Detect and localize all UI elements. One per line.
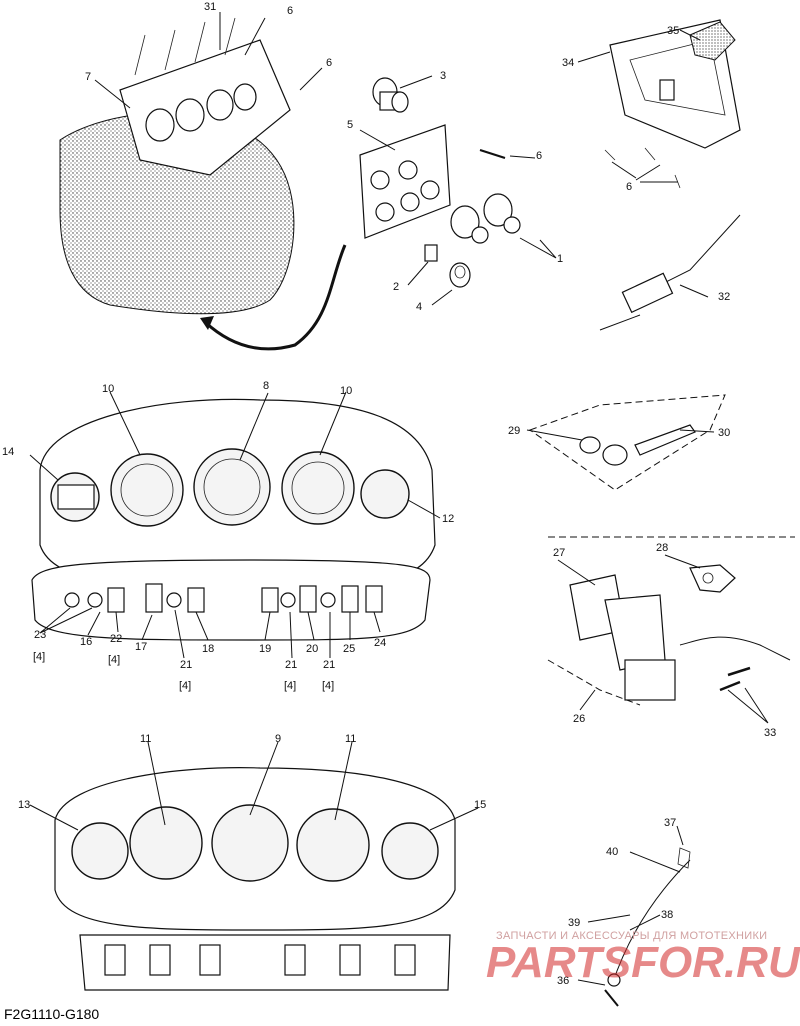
callout-14: 14 [2,446,14,458]
lower-bracket-dash [547,659,641,706]
ignition-key [579,424,696,466]
throttle-cable [604,847,691,1007]
callout-21c-qty: [4] [322,680,334,692]
callout-15: 15 [474,799,486,811]
callout-17: 17 [135,641,147,653]
callout-25: 25 [343,643,355,655]
callout-30: 30 [718,427,730,439]
gauge-tachometer-2 [281,451,355,525]
gauge-rear-2 [129,806,203,880]
meter-panel-rear [54,767,456,991]
callout-6d: 6 [626,181,632,193]
callout-23-qty: [4] [33,651,45,663]
callout-37: 37 [664,817,676,829]
leader-lines [29,12,769,986]
wire-harness [599,214,741,331]
gauge-voltmeter [360,469,410,519]
callout-28: 28 [656,542,668,554]
callout-39: 39 [568,917,580,929]
callout-2: 2 [393,281,399,293]
callout-23: 23 [34,629,46,641]
callout-31: 31 [204,1,216,13]
arrow-head [200,316,214,330]
callout-24: 24 [374,637,386,649]
callout-11b: 11 [345,733,356,745]
callout-26: 26 [573,713,585,725]
switch-knobs [450,193,521,244]
diagram-code: F2G1110-G180 [4,1006,100,1022]
callout-8: 8 [263,380,269,392]
callout-33: 33 [764,727,776,739]
callout-21a-qty: [4] [179,680,191,692]
callout-10b: 10 [340,385,352,397]
callout-10a: 10 [102,383,114,395]
console-assembly [59,17,295,315]
callout-27: 27 [553,547,565,559]
callout-4: 4 [416,301,422,313]
key-box-outline [528,394,726,491]
lcd-window [57,484,95,510]
callout-11a: 11 [140,733,151,745]
callout-21b: 21 [285,659,297,671]
callout-6c: 6 [536,150,542,162]
callout-22: 22 [110,633,122,645]
gauge-rear-4 [296,808,370,882]
callout-20: 20 [306,643,318,655]
shift-control [569,564,791,701]
screw [479,148,506,160]
callout-1: 1 [557,253,563,265]
callout-38: 38 [661,909,673,921]
cap-part [449,262,471,288]
callout-22-qty: [4] [108,654,120,666]
switch-small [424,244,438,262]
callout-16: 16 [80,636,92,648]
gauge-tachometer [110,453,184,527]
callout-19: 19 [259,643,271,655]
assembly-arrow [203,244,347,351]
callout-13: 13 [18,799,30,811]
gauge-speedometer [193,448,271,526]
callout-6b: 6 [326,57,332,69]
storage-cover [609,19,741,149]
callout-18: 18 [202,643,214,655]
callout-9: 9 [275,733,281,745]
callout-35: 35 [667,25,679,37]
indicator-lamp [64,592,80,608]
callout-29: 29 [508,425,520,437]
callout-7: 7 [85,71,91,83]
callout-21b-qty: [4] [284,680,296,692]
callout-36: 36 [557,975,569,987]
power-outlet [372,77,409,113]
switch-panel-plate [359,124,451,239]
callout-3: 3 [440,70,446,82]
gauge-rear-3 [211,804,289,882]
callout-21a: 21 [180,659,192,671]
gauge-rear-left [71,822,129,880]
callout-40: 40 [606,846,618,858]
watermark-tagline: ЗАПЧАСТИ И АКСЕССУАРЫ ДЛЯ МОТОТЕХНИКИ [496,930,768,942]
callout-12: 12 [442,513,454,525]
callout-5: 5 [347,119,353,131]
callout-21c: 21 [323,659,335,671]
rocker-switch [107,587,125,613]
callout-34: 34 [562,57,574,69]
callout-32: 32 [718,291,730,303]
watermark-logo: PARTSFOR.RU [486,938,800,987]
callout-6a: 6 [287,5,293,17]
gauge-rear-right [381,822,439,880]
meter-panel [31,398,436,641]
